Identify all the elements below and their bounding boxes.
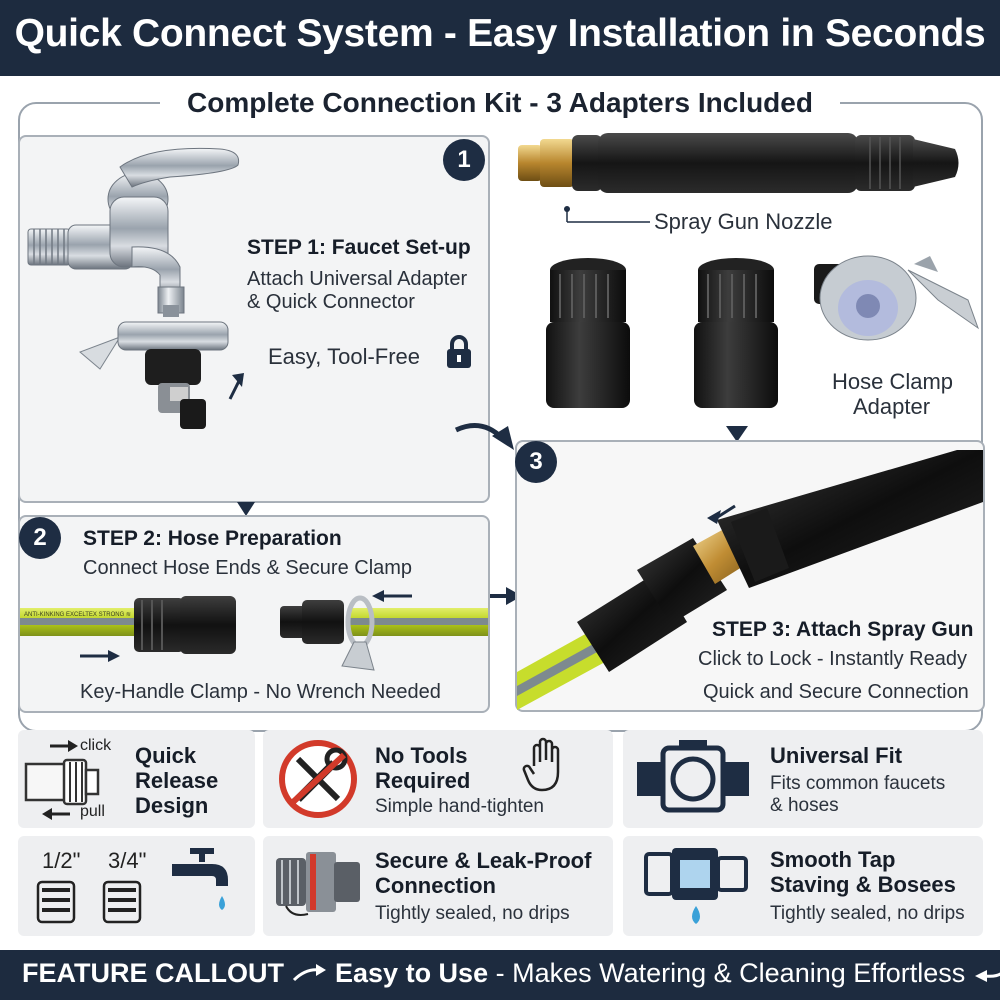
secure-text: Tightly sealed, no drips xyxy=(375,903,570,924)
arrow-down-icon xyxy=(726,426,748,442)
size-three-quarter-label: 3/4" xyxy=(108,848,147,873)
thread-sizes-icon xyxy=(36,880,142,924)
spray-gun-nozzle-illustration xyxy=(518,133,959,223)
step2-caption: Key-Handle Clamp - No Wrench Needed xyxy=(80,681,441,703)
universal-fit-icon xyxy=(637,740,749,813)
footer-bar xyxy=(0,950,1000,1000)
footer-callout-label: FEATURE CALLOUT xyxy=(22,958,284,988)
smooth-tap-text: Tightly sealed, no drips xyxy=(770,903,965,924)
feature-sizes-card xyxy=(18,836,255,936)
step1-easy-label: Easy, Tool-Free xyxy=(268,344,421,369)
lock-icon xyxy=(447,335,471,368)
pull-label: pull xyxy=(80,803,105,820)
adapters-illustration xyxy=(546,255,979,408)
no-tools-title-1: No Tools xyxy=(375,743,468,768)
step1-line2: & Quick Connector xyxy=(247,291,415,313)
click-label: click xyxy=(80,737,112,754)
curved-arrow-icon xyxy=(454,423,514,450)
quick-release-icon xyxy=(24,740,100,820)
no-tools-icon xyxy=(279,740,357,818)
spray-gun-attach-illustration xyxy=(517,450,983,710)
arrow-down-icon xyxy=(237,502,255,516)
footer-easy-label: Easy to Use xyxy=(335,958,489,988)
quick-release-title-3: Design xyxy=(135,793,209,818)
footer-callout: FEATURE CALLOUT Easy to Use - Makes Wate… xyxy=(22,958,1000,989)
arrow-right-icon xyxy=(490,587,522,605)
step3-line1: Click to Lock - Instantly Ready xyxy=(698,648,967,670)
kit-title-background xyxy=(160,86,840,122)
step1-title: STEP 1: Faucet Set-up xyxy=(247,236,471,259)
step2-badge: 2 xyxy=(19,517,61,559)
no-tools-text: Simple hand-tighten xyxy=(375,796,544,817)
page-title: Quick Connect System - Easy Installation… xyxy=(14,12,986,55)
step3-title: STEP 3: Attach Spray Gun xyxy=(712,618,974,641)
step3-line2: Quick and Secure Connection xyxy=(703,681,969,703)
secure-title-2: Connection xyxy=(375,873,496,898)
kit-title: Complete Connection Kit - 3 Adapters Inc… xyxy=(187,87,813,118)
step3-badge: 3 xyxy=(515,441,557,483)
swoosh-arrow-icon xyxy=(292,964,326,982)
universal-fit-text-2: & hoses xyxy=(770,795,839,816)
step1-line1: Attach Universal Adapter xyxy=(247,268,468,290)
size-half-label: 1/2" xyxy=(42,848,81,873)
hose-clamp-label-line1: Hose Clamp xyxy=(832,369,954,394)
smooth-tap-title-1: Smooth Tap xyxy=(770,847,896,872)
hose-print: ANTI-KINKING EXCELTEX STRONG ≋ xyxy=(24,612,131,618)
header-bar xyxy=(0,0,1000,76)
faucet-illustration xyxy=(27,147,244,429)
quick-release-title-1: Quick xyxy=(135,743,197,768)
hose-clamp-label-line2: Adapter xyxy=(853,394,931,419)
hose-preparation-illustration: ANTI-KINKING EXCELTEX STRONG ≋ xyxy=(20,590,488,671)
quick-release-title-2: Release xyxy=(135,768,219,793)
step2-title: STEP 2: Hose Preparation xyxy=(83,527,342,550)
faucet-drop-icon xyxy=(172,848,228,910)
step2-subtitle: Connect Hose Ends & Secure Clamp xyxy=(83,557,413,579)
smooth-tap-connector-icon xyxy=(644,848,748,924)
footer-rest-text: - Makes Watering & Cleaning Effortless xyxy=(488,958,966,988)
secure-title-1: Secure & Leak-Proof xyxy=(375,848,592,873)
universal-fit-title: Universal Fit xyxy=(770,743,903,768)
return-arrow-icon xyxy=(974,970,1000,982)
no-tools-title-2: Required xyxy=(375,768,471,793)
universal-fit-text-1: Fits common faucets xyxy=(770,773,946,794)
leak-proof-connector-icon xyxy=(276,852,360,916)
spray-gun-label: Spray Gun Nozzle xyxy=(654,209,833,234)
smooth-tap-title-2: Staving & Bosees xyxy=(770,872,956,897)
step1-badge: 1 xyxy=(443,139,485,181)
hand-icon xyxy=(522,737,560,792)
